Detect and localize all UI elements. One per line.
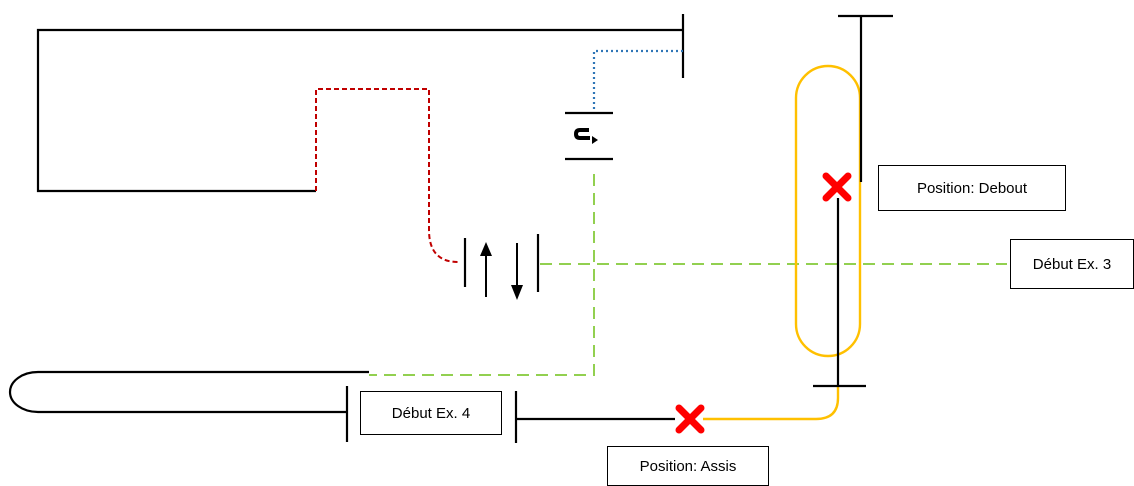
red-dashed-path [315,88,459,263]
bottom-loop-track [8,370,369,414]
blue-dotted-path [592,49,683,112]
label-debut-ex4: Début Ex. 4 [360,391,502,435]
x-marker-icon [822,172,852,202]
green-dashed-vertical [369,174,595,376]
label-position-debout: Position: Debout [878,165,1066,211]
up-arrow-icon [480,242,492,297]
yellow-loop [794,64,862,358]
down-arrow-icon [511,243,523,300]
track-main-outline [36,28,683,193]
label-position-assis: Position: Assis [607,446,769,486]
rotation-icon [573,128,598,144]
yellow-bottom-path [703,387,840,421]
x-marker-icon [675,404,705,434]
label-debut-ex3: Début Ex. 3 [1010,239,1134,289]
